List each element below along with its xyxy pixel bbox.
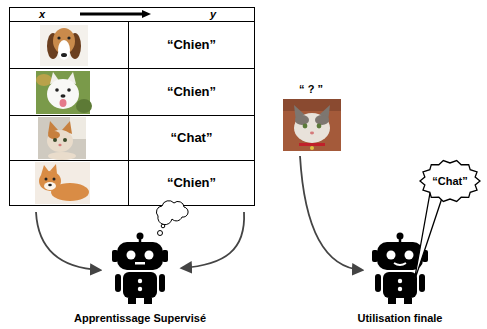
flow-arrow: [182, 212, 244, 268]
flow-arrow: [36, 212, 100, 270]
flow-arrow: [300, 156, 362, 270]
robot-caption: Apprentissage Supervisé: [60, 232, 220, 327]
table-cell: “Chien”: [129, 84, 254, 100]
training-table: [10, 8, 255, 206]
caption: Utilisation finale: [358, 311, 443, 325]
caption: Apprentissage Supervisé: [74, 311, 206, 325]
dog-photo: [40, 25, 88, 66]
dog-photo: [36, 71, 92, 114]
table-cell: “Chat”: [129, 130, 254, 146]
column-header: x: [30, 7, 54, 21]
table-cell: “Chien”: [129, 37, 254, 53]
speech-bubble: “Chat”: [420, 160, 480, 202]
column-header: y: [201, 7, 225, 21]
cat-photo: [283, 99, 341, 151]
table-cell: “Chien”: [129, 175, 254, 191]
dog-photo: [35, 162, 90, 204]
cat-photo: [38, 117, 86, 160]
robot-caption: Utilisation finale: [330, 232, 470, 327]
query-mark: “ ? ”: [288, 82, 334, 96]
bubble-text: “Chat”: [432, 174, 467, 188]
header-arrow: [80, 10, 151, 18]
thought-bubble: [156, 201, 188, 236]
